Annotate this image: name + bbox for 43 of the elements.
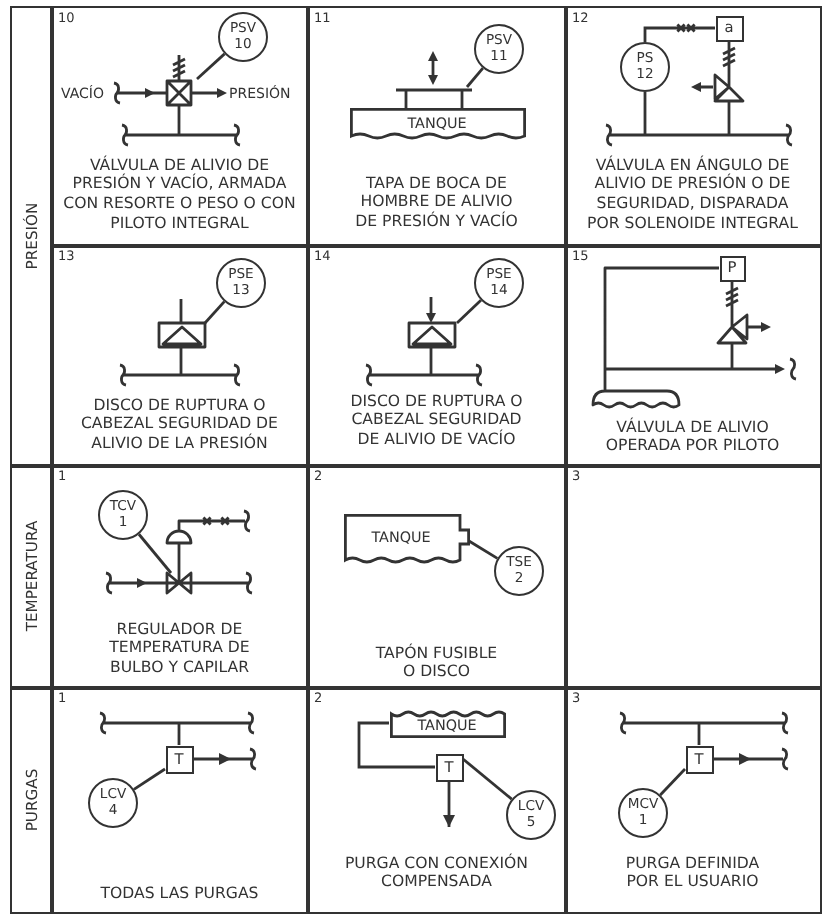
- leader-line: [465, 67, 484, 88]
- manway-cover: [395, 87, 471, 107]
- instrument-bubble: [506, 790, 556, 840]
- leader-line: [133, 767, 166, 791]
- instrument-bubble: [494, 546, 544, 596]
- table-cell: [564, 686, 821, 913]
- table-cell: [306, 686, 567, 913]
- table-cell: [306, 464, 567, 689]
- table-cell: [564, 6, 821, 247]
- instrument-bubble: [474, 258, 524, 308]
- row-header-cell: [10, 686, 53, 913]
- instrument-bubble: [98, 490, 148, 540]
- row-header-cell: [10, 6, 53, 467]
- leader-line: [196, 52, 226, 81]
- flow-arrow: [443, 781, 455, 827]
- table-cell: [564, 244, 821, 467]
- table-cell: [306, 244, 567, 467]
- leader-line: [203, 300, 226, 324]
- leader-line: [137, 533, 173, 574]
- leader-line: [462, 757, 513, 801]
- instrument-bubble: [216, 258, 266, 308]
- table-cell: [564, 464, 821, 689]
- tank-shape: [349, 107, 525, 143]
- connecting-line: [357, 721, 435, 769]
- table-cell: [50, 6, 309, 247]
- leader-line: [456, 299, 482, 324]
- signal-line: [643, 23, 717, 44]
- row-header-cell: [10, 464, 53, 689]
- table-cell: [50, 464, 309, 689]
- table-cell: [50, 686, 309, 913]
- instrument-bubble: [218, 12, 268, 62]
- flow-arrow: [713, 753, 751, 765]
- instrument-bubble: [618, 788, 668, 838]
- leader-line: [659, 768, 686, 796]
- tank-shape: [389, 707, 505, 737]
- leader-line: [468, 539, 499, 560]
- tank-shape: [343, 513, 469, 567]
- table-cell: [306, 6, 567, 247]
- flow-arrow: [193, 753, 231, 765]
- instrument-bubble: [620, 42, 670, 92]
- instrument-bubble: [474, 24, 524, 74]
- instrument-bubble: [88, 778, 138, 828]
- table-cell: [50, 244, 309, 467]
